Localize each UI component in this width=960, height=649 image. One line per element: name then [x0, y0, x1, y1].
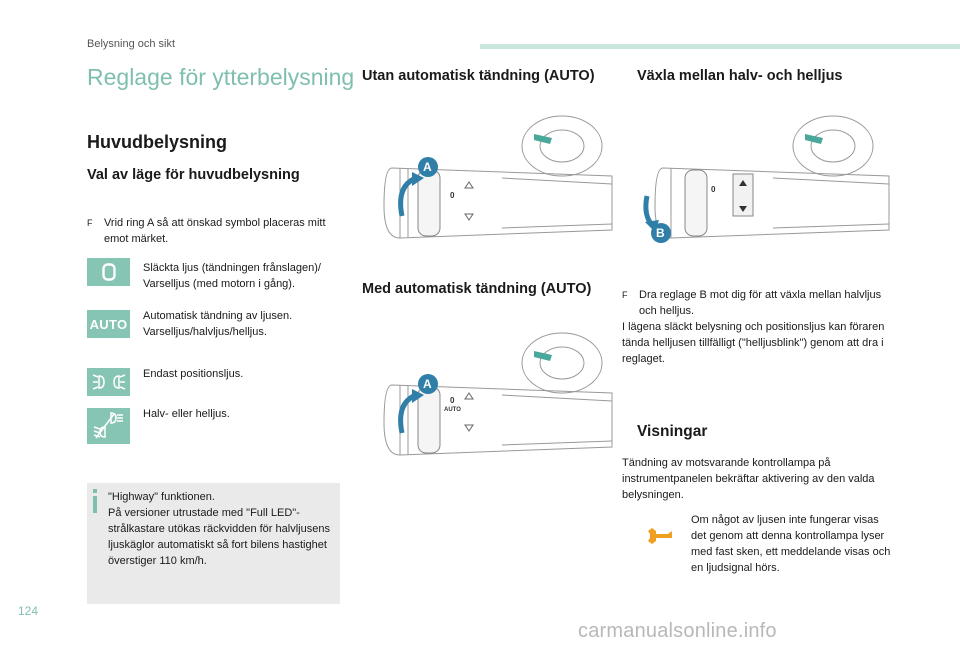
bullet-marker-b: F	[622, 290, 628, 300]
position-lights-icon	[87, 368, 130, 396]
mode-text-off: Släckta ljus (tändningen frånslagen)/ Va…	[143, 262, 321, 290]
heading-switch-beams: Växla mellan halv- och helljus	[637, 68, 843, 84]
display-text: Tändning av motsvarande kontrollampa på …	[622, 457, 875, 501]
figure-label-b: B	[656, 226, 665, 240]
heading-huvudbelysning: Huvudbelysning	[87, 132, 228, 152]
instruction-b-text: Dra reglage B mot dig för att växla mell…	[639, 289, 882, 317]
paragraph-flash: I lägena släckt belysning och positionsl…	[622, 321, 885, 365]
instruction-ring-a: F Vrid ring A så att önskad symbol place…	[87, 215, 337, 247]
mode-text-beam: Halv- eller helljus.	[143, 408, 230, 420]
watermark: carmanualsonline.info	[578, 620, 777, 642]
heading-with-auto: Med automatisk tändning (AUTO)	[362, 281, 592, 297]
instruction-text: Vrid ring A så att önskad symbol placera…	[104, 217, 326, 245]
auto-icon: AUTO	[87, 310, 130, 338]
figure-zero-label-b: 0	[711, 185, 716, 194]
stalk-figure-b: 0 B	[633, 106, 893, 246]
info-box	[87, 483, 340, 604]
figure-auto-label: AUTO	[444, 407, 461, 413]
mode-text-auto: Automatisk tändning av ljusen. Varsellju…	[143, 310, 293, 338]
page-number: 124	[18, 604, 39, 618]
page-title: Reglage för ytterbelysning	[87, 64, 355, 90]
section-label: Belysning och sikt	[87, 38, 176, 50]
info-icon	[92, 489, 98, 513]
stalk-figure-with-auto: 0 AUTO A	[362, 323, 620, 463]
heading-visningar: Visningar	[637, 423, 708, 440]
lights-off-icon	[87, 258, 130, 286]
mode-text-position: Endast positionsljus.	[143, 368, 244, 380]
figure-zero-label: 0	[450, 191, 455, 200]
warning-text: Om något av ljusen inte fungerar visas d…	[691, 514, 891, 574]
heading-without-auto: Utan automatisk tändning (AUTO)	[362, 68, 595, 84]
figure-label-a: A	[423, 160, 432, 174]
dipped-main-beam-icon	[87, 408, 130, 444]
stalk-figure-without-auto: 0 A	[362, 106, 620, 246]
wrench-icon	[646, 526, 674, 551]
info-text: "Highway" funktionen. På versioner utrus…	[108, 491, 330, 567]
figure-label-a-auto: A	[423, 377, 432, 391]
instruction-stalk-b: F Dra reglage B mot dig för att växla me…	[622, 287, 892, 319]
subheading-mode-selection: Val av läge för huvudbelysning	[87, 167, 300, 183]
bullet-marker: F	[87, 218, 93, 228]
figure-zero-label-auto: 0	[450, 396, 455, 405]
auto-icon-label: AUTO	[89, 316, 128, 332]
section-bar	[480, 44, 960, 49]
